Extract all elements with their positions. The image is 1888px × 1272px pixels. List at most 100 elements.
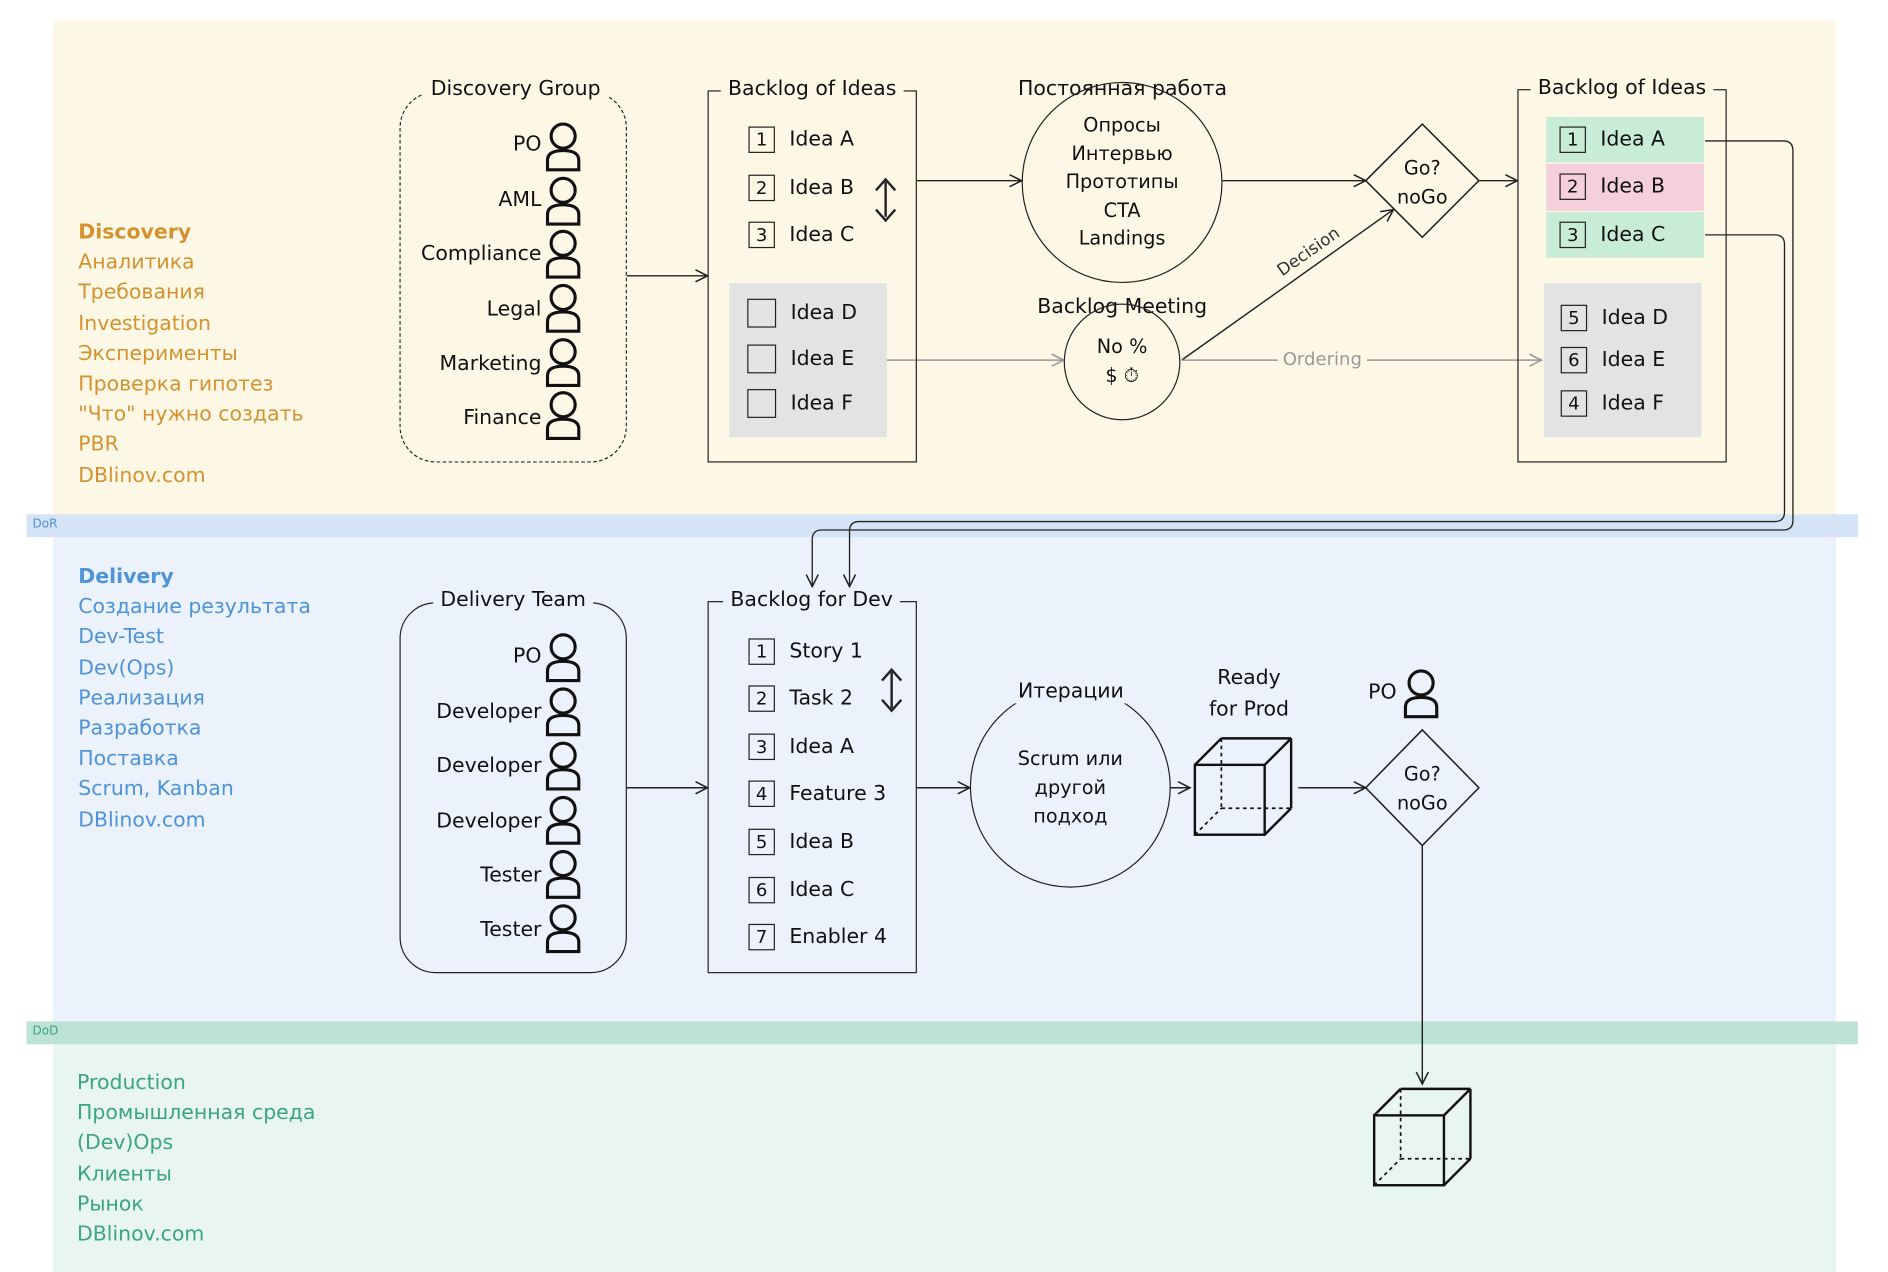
item-number: 2 <box>748 174 775 202</box>
person-icon <box>545 633 581 683</box>
member-label: Developer <box>436 754 542 779</box>
item-number: 3 <box>748 221 775 249</box>
dod-band: DoD <box>26 1021 1858 1045</box>
iterations-text: Scrum или другой подход <box>970 744 1171 831</box>
lane-line: Разработка <box>78 716 202 741</box>
item-number: 3 <box>748 733 775 761</box>
item-number: 3 <box>1559 221 1586 249</box>
lane-line: Клиенты <box>77 1161 172 1186</box>
backlog-item: 2 Idea B <box>1559 173 1665 200</box>
backlog-item: 5 Idea B <box>748 828 855 856</box>
ready-line: for Prod <box>1208 697 1290 722</box>
item-number: 2 <box>1559 173 1586 200</box>
backlog-item: 2 Task 2 <box>748 685 854 712</box>
person-icon <box>545 338 581 388</box>
iteration-line: другой <box>1034 775 1107 799</box>
member-label: Finance <box>463 405 542 431</box>
item-number: 1 <box>748 126 775 153</box>
go-line: Go? <box>1403 762 1441 786</box>
go-highlight <box>1546 211 1704 258</box>
item-number <box>747 344 777 374</box>
dod-label: DoD <box>32 1025 59 1039</box>
nogo-line: noGo <box>1396 184 1448 208</box>
backlog-item: 5 Idea D <box>1560 304 1668 332</box>
lane-line: Промышленная среда <box>77 1101 316 1126</box>
delivery-team-title: Delivery Team <box>433 587 594 612</box>
person-icon <box>545 687 581 737</box>
member-label: Developer <box>436 809 542 834</box>
item-label: Idea F <box>1601 391 1665 416</box>
backlog-item: 1 Idea A <box>1559 126 1666 153</box>
dor-band: DoR <box>26 514 1858 538</box>
backlog-item: 4 Idea F <box>1560 390 1665 417</box>
po-label: PO <box>1368 680 1397 705</box>
item-label: Enabler 4 <box>789 925 887 950</box>
po-person-icon <box>1403 669 1439 719</box>
person-icon <box>545 904 581 954</box>
item-number: 6 <box>748 876 775 904</box>
lane-line: Поставка <box>78 747 179 772</box>
go-nogo-bottom-text: Go? noGo <box>1374 760 1470 817</box>
lane-line: Investigation <box>78 311 211 336</box>
item-number: 6 <box>1560 346 1588 374</box>
item-number: 4 <box>748 780 775 808</box>
backlog-item: 3 Idea C <box>748 221 854 249</box>
dor-label: DoR <box>32 517 58 532</box>
discovery-lane <box>52 20 1837 516</box>
backlog-item: 7 Enabler 4 <box>748 923 887 951</box>
go-line: Go? <box>1403 156 1441 180</box>
person-icon <box>545 229 581 279</box>
constant-work-activities: Опросы Интервью Прототипы CTA Landings <box>1022 111 1223 253</box>
meeting-line: No % <box>1096 334 1148 358</box>
item-number: 5 <box>748 828 775 856</box>
item-label: Idea D <box>1601 305 1668 331</box>
lane-line: Проверка гипотез <box>78 372 274 397</box>
backlog-meeting-circle <box>1063 303 1181 421</box>
member-label: Legal <box>486 297 542 322</box>
backlog-item: Idea D <box>747 298 857 328</box>
item-label: Idea E <box>790 346 855 371</box>
person-icon <box>545 391 581 441</box>
backlog-ideas-right-title: Backlog of Ideas <box>1530 75 1714 100</box>
member-label: Tester <box>480 917 542 942</box>
ready-cube-icon <box>1193 737 1293 836</box>
item-label: Story 1 <box>789 639 863 664</box>
item-label: Idea D <box>790 301 857 326</box>
lane-line: Dev-Test <box>78 625 164 650</box>
discovery-lane-text: Discovery Аналитика Требования Investiga… <box>78 218 303 491</box>
lane-line: "Что" нужно создать <box>78 402 304 427</box>
ready-line: Ready <box>1217 666 1281 691</box>
delivery-lane-text: Delivery Создание результата Dev-Test De… <box>78 563 311 836</box>
iteration-line: Scrum или <box>1017 746 1123 770</box>
lane-line: Production <box>77 1070 186 1095</box>
backlog-item: 4 Feature 3 <box>748 780 887 808</box>
item-label: Idea A <box>1600 127 1666 152</box>
person-icon-group-discovery <box>545 122 581 441</box>
backlog-item: Idea E <box>747 344 855 374</box>
nogo-highlight <box>1546 163 1704 211</box>
member-label: Developer <box>436 699 542 724</box>
item-label: Feature 3 <box>789 781 887 806</box>
go-highlight <box>1546 116 1704 163</box>
lane-line: Требования <box>78 281 205 306</box>
lane-line: DBlinov.com <box>77 1222 205 1247</box>
item-number: 1 <box>1559 126 1586 153</box>
delivery-heading: Delivery <box>78 564 174 590</box>
item-number: 2 <box>748 685 775 712</box>
lane-line: Создание результата <box>78 595 311 620</box>
item-label: Task 2 <box>789 686 854 711</box>
go-nogo-diamond-top <box>1364 122 1480 239</box>
lane-line: Эксперименты <box>78 341 238 366</box>
reorder-arrow-icon <box>875 177 897 223</box>
item-label: Idea B <box>789 829 855 854</box>
lane-line: Реализация <box>78 686 205 711</box>
lane-line: DBlinov.com <box>78 807 206 832</box>
person-icon <box>545 283 581 333</box>
lane-line: (Dev)Ops <box>77 1131 174 1156</box>
item-label: Idea C <box>1600 222 1666 247</box>
arrow-idea-c-to-dev <box>850 234 1786 587</box>
backlog-item: 6 Idea E <box>1560 346 1665 374</box>
discovery-heading: Discovery <box>78 220 192 245</box>
person-icon <box>545 741 581 791</box>
